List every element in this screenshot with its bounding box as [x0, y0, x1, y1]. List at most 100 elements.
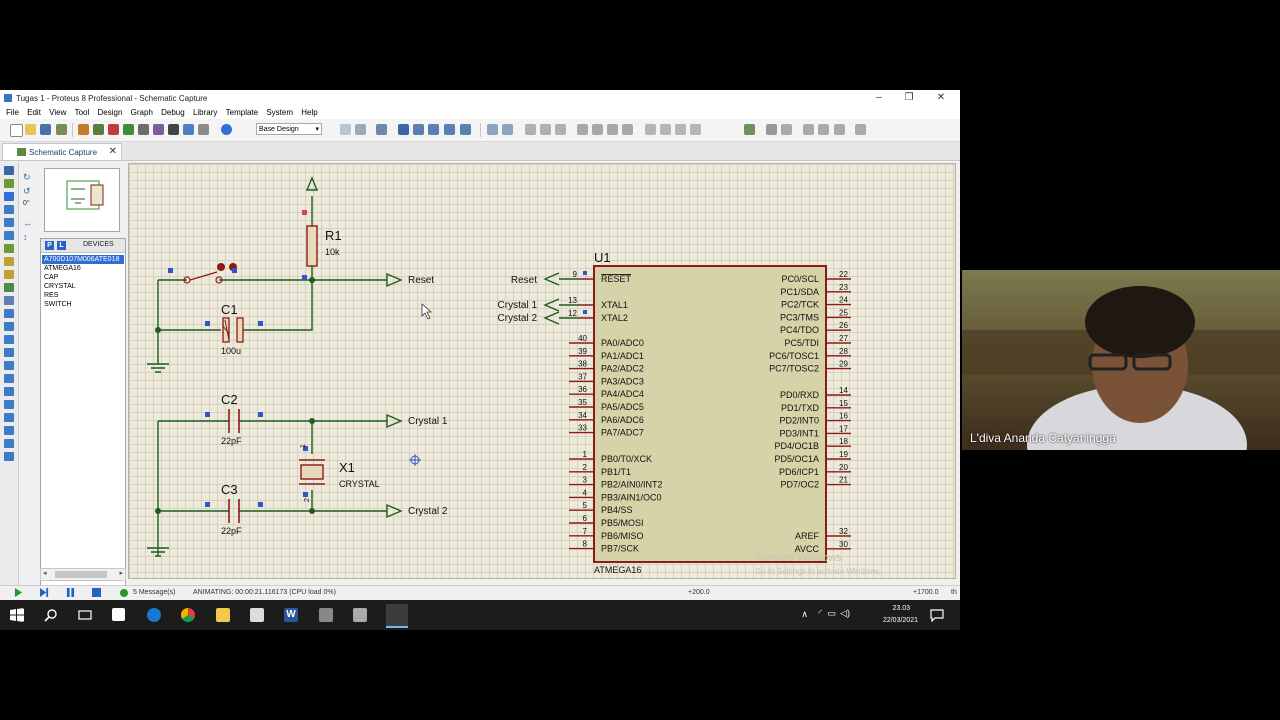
- device-list-scrollbar[interactable]: ◂ ▸: [40, 568, 126, 581]
- menu-file[interactable]: File: [6, 108, 19, 117]
- packaging-tool-icon[interactable]: [675, 124, 686, 135]
- component-mode-icon[interactable]: [4, 179, 14, 188]
- arc-icon[interactable]: [4, 400, 14, 409]
- calculator-icon[interactable]: [250, 608, 264, 622]
- terminal-reset-in[interactable]: [543, 272, 560, 286]
- paste-icon[interactable]: [555, 124, 566, 135]
- menu-edit[interactable]: Edit: [27, 108, 41, 117]
- make-device-icon[interactable]: [660, 124, 671, 135]
- ground-symbol[interactable]: [147, 547, 169, 557]
- network-icon[interactable]: ◜: [818, 608, 823, 618]
- windows-start-icon[interactable]: [10, 608, 24, 622]
- play-icon[interactable]: [14, 588, 23, 597]
- zoom-in-icon[interactable]: [413, 124, 424, 135]
- circle-icon[interactable]: [4, 387, 14, 396]
- volume-icon[interactable]: ◁): [840, 608, 850, 618]
- menu-design[interactable]: Design: [97, 108, 123, 117]
- text-icon[interactable]: [4, 426, 14, 435]
- notification-icon[interactable]: [930, 608, 944, 622]
- edge-browser-icon[interactable]: [147, 608, 161, 622]
- menu-library[interactable]: Library: [192, 108, 218, 117]
- schematic-icon[interactable]: [93, 124, 104, 135]
- virtual-instruments-icon[interactable]: [4, 348, 14, 357]
- terminal-crystal1-out[interactable]: [386, 413, 403, 429]
- stop-icon[interactable]: [92, 588, 101, 597]
- file-explorer-icon[interactable]: [216, 608, 230, 622]
- generator-icon[interactable]: [4, 309, 14, 318]
- power-terminal-icon[interactable]: [305, 176, 319, 191]
- device-list-item[interactable]: CAP: [44, 274, 59, 281]
- subcircuit-icon[interactable]: [4, 244, 14, 253]
- crystal-x1[interactable]: [299, 459, 325, 485]
- task-view-icon[interactable]: [78, 608, 92, 622]
- clock-date[interactable]: 22/03/2021: [882, 617, 918, 624]
- word-icon[interactable]: W: [284, 608, 298, 622]
- 3d-view-icon[interactable]: [123, 124, 134, 135]
- terminal-crystal2-in[interactable]: [543, 311, 560, 325]
- source-code-icon[interactable]: [183, 124, 194, 135]
- current-probe-icon[interactable]: [4, 335, 14, 344]
- tab-schematic-capture[interactable]: Schematic Capture ✕: [2, 143, 122, 160]
- device-pins-icon[interactable]: [4, 270, 14, 279]
- mirror-x-icon[interactable]: ↔: [23, 218, 32, 228]
- battery-icon[interactable]: ▭: [827, 608, 836, 618]
- device-list-item[interactable]: RES: [44, 292, 59, 299]
- tray-expand-icon[interactable]: ∧: [801, 609, 808, 619]
- symbol-icon[interactable]: [4, 439, 14, 448]
- path-icon[interactable]: [4, 413, 14, 422]
- new-sheet-icon[interactable]: [803, 124, 814, 135]
- origin-icon[interactable]: [376, 124, 387, 135]
- messages-count[interactable]: 5 Message(s): [133, 589, 176, 596]
- rotate-clockwise-icon[interactable]: ↻: [23, 172, 31, 182]
- home-icon[interactable]: [78, 124, 89, 135]
- pcb-icon[interactable]: [108, 124, 119, 135]
- app-icon[interactable]: [319, 608, 333, 622]
- block-rotate-icon[interactable]: [607, 124, 618, 135]
- minimize-button[interactable]: –: [876, 92, 882, 103]
- redo-icon[interactable]: [502, 124, 513, 135]
- menu-system[interactable]: System: [266, 108, 293, 117]
- grid-toggle-icon[interactable]: [355, 124, 366, 135]
- zoom-out-icon[interactable]: [428, 124, 439, 135]
- menu-debug[interactable]: Debug: [161, 108, 185, 117]
- wire-autorouter-icon[interactable]: [744, 124, 755, 135]
- block-move-icon[interactable]: [592, 124, 603, 135]
- scroll-left-icon[interactable]: ◂: [43, 570, 47, 577]
- chrome-browser-icon[interactable]: [181, 608, 195, 622]
- schematic-canvas[interactable]: R1 10k C1 100u: [128, 163, 956, 579]
- menu-help[interactable]: Help: [301, 108, 318, 117]
- pick-device-icon[interactable]: [645, 124, 656, 135]
- import-icon[interactable]: [56, 124, 67, 135]
- terminal-reset-out[interactable]: [386, 272, 403, 288]
- resistor-r1[interactable]: [306, 225, 318, 267]
- mirror-y-icon[interactable]: ↕: [23, 232, 28, 242]
- rotate-anticlockwise-icon[interactable]: ↺: [23, 186, 31, 196]
- app-icon[interactable]: [353, 608, 367, 622]
- menu-template[interactable]: Template: [225, 108, 259, 117]
- junction-dot-icon[interactable]: [4, 192, 14, 201]
- terminal-crystal2-out[interactable]: [386, 503, 403, 519]
- close-button[interactable]: ✕: [936, 92, 946, 103]
- device-list-item[interactable]: CRYSTAL: [44, 283, 76, 290]
- restore-button[interactable]: ❐: [904, 92, 914, 103]
- device-list-item[interactable]: A700D107M006ATE018: [42, 255, 124, 264]
- device-list-item[interactable]: SWITCH: [44, 301, 72, 308]
- clock-time[interactable]: 23.03: [892, 605, 910, 612]
- decompose-icon[interactable]: [690, 124, 701, 135]
- pick-devices-button[interactable]: P: [45, 241, 54, 250]
- block-copy-icon[interactable]: [577, 124, 588, 135]
- device-list-item[interactable]: ATMEGA16: [44, 265, 81, 272]
- copy-icon[interactable]: [540, 124, 551, 135]
- notes-icon[interactable]: [198, 124, 209, 135]
- tab-close-icon[interactable]: ✕: [108, 146, 117, 157]
- text-script-icon[interactable]: [4, 218, 14, 227]
- messages-status-icon[interactable]: [120, 589, 128, 597]
- overview-window[interactable]: [44, 168, 120, 232]
- marker-icon[interactable]: [4, 452, 14, 461]
- property-assign-icon[interactable]: [781, 124, 792, 135]
- wire-label-icon[interactable]: [4, 205, 14, 214]
- selection-mode-icon[interactable]: [4, 166, 14, 175]
- zoom-area-icon[interactable]: [460, 124, 471, 135]
- line-icon[interactable]: [4, 361, 14, 370]
- search-icon[interactable]: [44, 608, 58, 622]
